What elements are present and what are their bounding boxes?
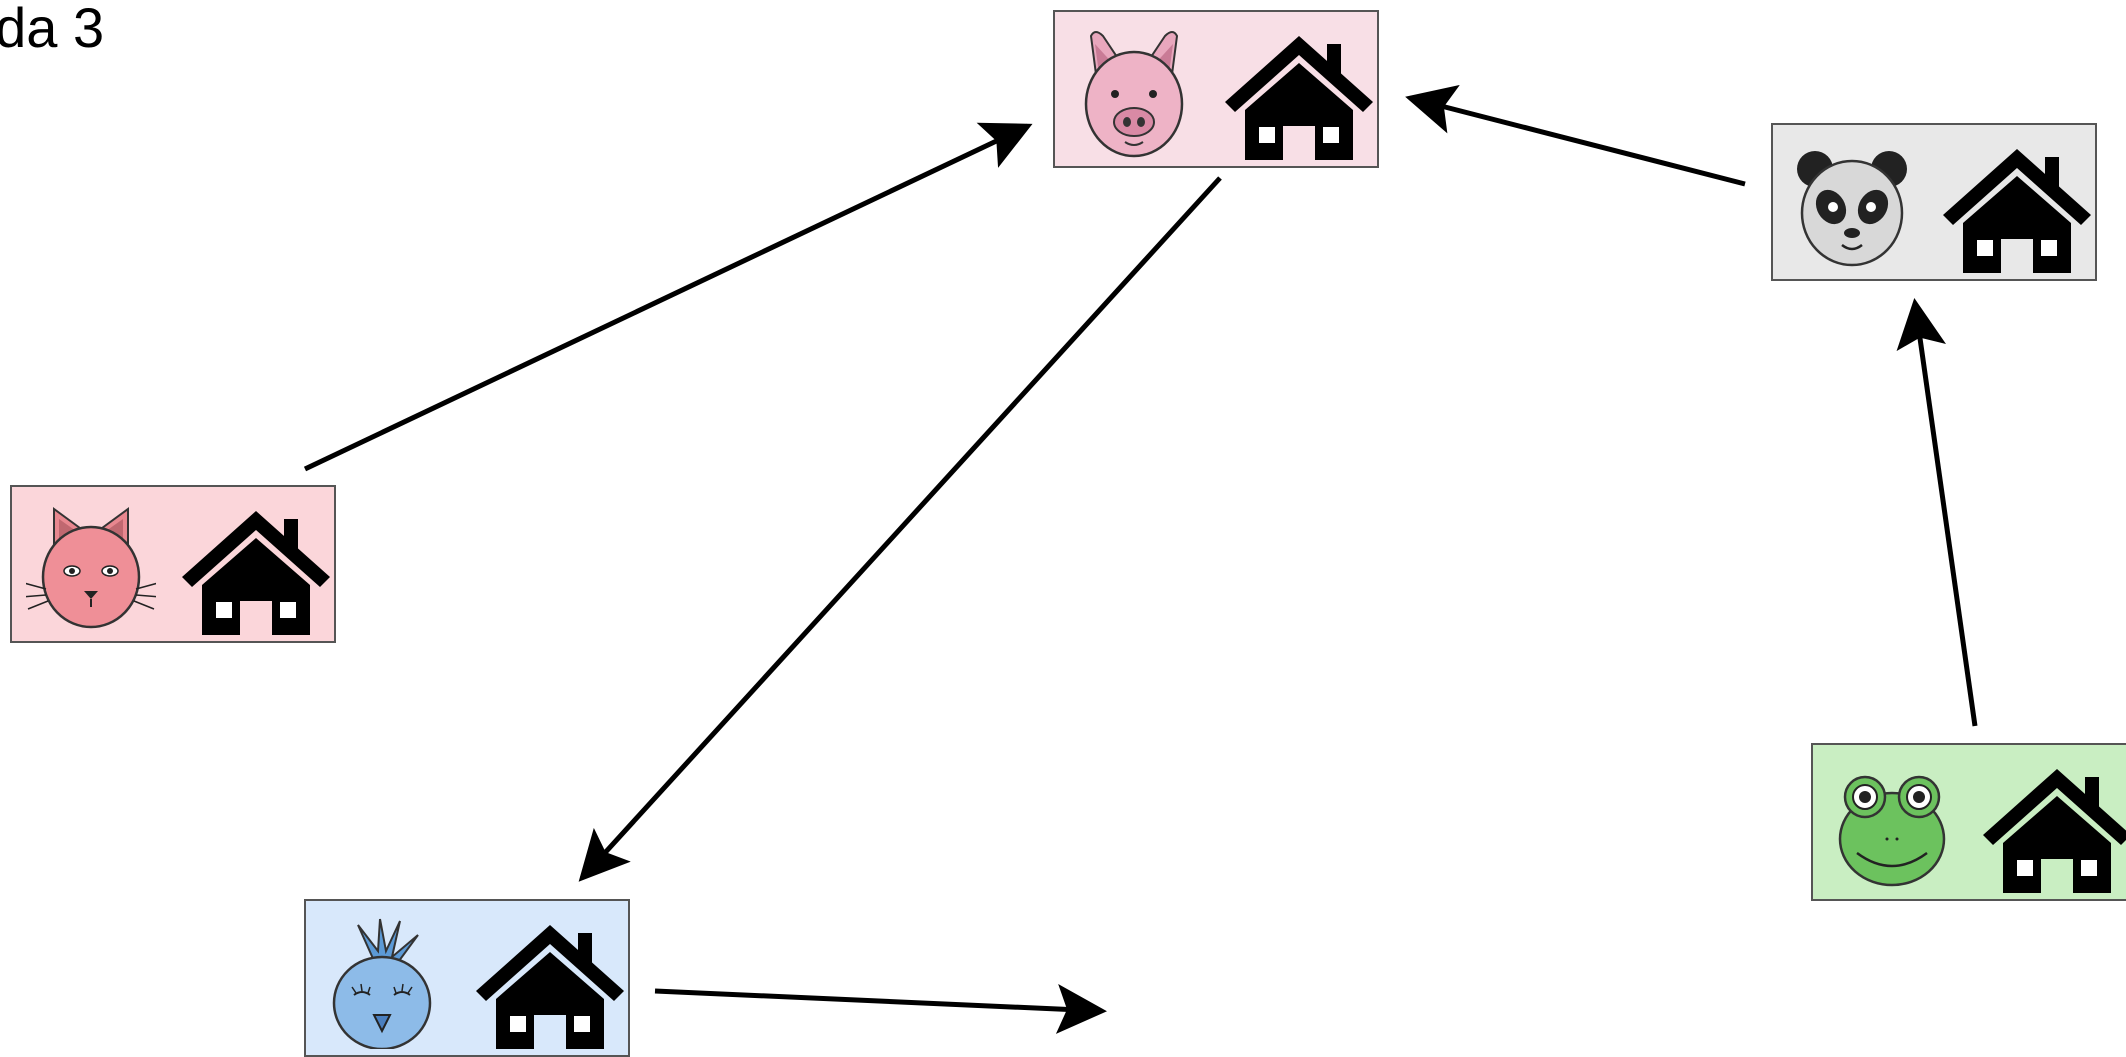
pig-face-icon xyxy=(1084,31,1184,158)
frog-face-icon xyxy=(1838,775,1946,887)
node-panda xyxy=(1771,123,2097,281)
house-icon xyxy=(1983,769,2126,893)
arrow-panda-to-pig xyxy=(1405,84,1746,187)
house-icon xyxy=(182,511,330,635)
page-title: nda 3 xyxy=(0,0,105,59)
house-icon xyxy=(476,925,624,1049)
cat-face-icon xyxy=(26,507,156,629)
bird-face-icon xyxy=(332,918,432,1049)
arrow-frog-to-panda xyxy=(1896,298,1978,727)
arrow-bird-to-offscreen xyxy=(654,984,1107,1034)
arrow-pig-to-bird xyxy=(578,176,1222,882)
node-frog xyxy=(1811,743,2126,901)
house-icon xyxy=(1943,149,2091,273)
node-bird xyxy=(304,899,630,1057)
node-cat xyxy=(10,485,336,643)
panda-face-icon xyxy=(1797,151,1907,267)
arrow-cat-to-pig xyxy=(303,122,1033,472)
house-icon xyxy=(1225,36,1373,160)
node-pig xyxy=(1053,10,1379,168)
